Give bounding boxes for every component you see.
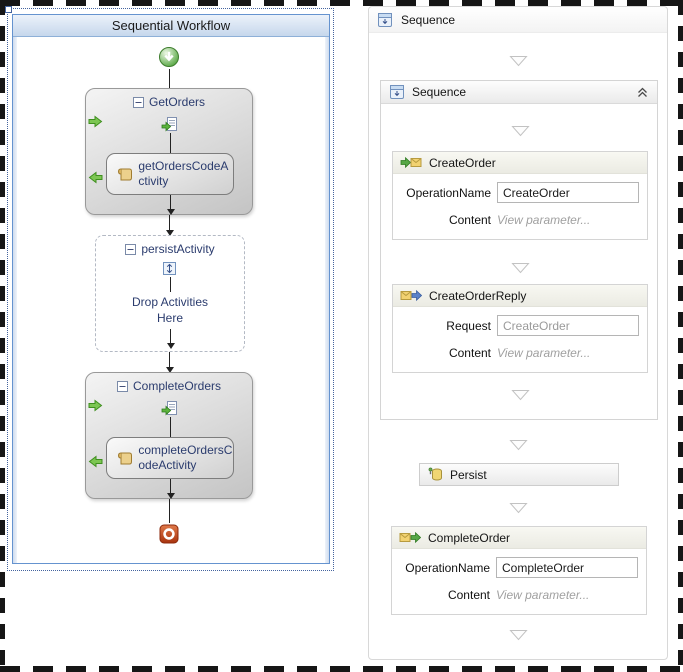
- persist-title-row: persistActivity: [96, 242, 244, 256]
- operation-name-input[interactable]: [497, 182, 639, 203]
- connector-arrow: [165, 215, 174, 236]
- sequence-icon: [390, 85, 404, 99]
- create-order-reply-header[interactable]: CreateOrderReply: [393, 285, 647, 307]
- view-parameter-link[interactable]: View parameter...: [497, 346, 591, 360]
- sequential-workflow-designer[interactable]: Sequential Workflow: [12, 14, 330, 564]
- collapse-icon[interactable]: [132, 96, 144, 108]
- collapse-chevron-icon[interactable]: [636, 86, 649, 99]
- drop-target-icon[interactable]: [511, 124, 530, 137]
- view-parameter-link[interactable]: View parameter...: [496, 588, 590, 602]
- receive-icon: [400, 156, 422, 169]
- activity-title: CompleteOrder: [428, 530, 511, 545]
- collapse-icon[interactable]: [116, 380, 128, 392]
- smart-tag-arrow-left-icon: [88, 455, 103, 473]
- operation-name-label: OperationName: [405, 560, 490, 575]
- operation-name-label: OperationName: [406, 185, 491, 200]
- activity-get-orders-code[interactable]: getOrdersCodeActivity: [106, 153, 234, 195]
- wf4-sequence-designer[interactable]: Sequence Sequence: [368, 6, 668, 660]
- call-external-method-icon: [161, 116, 178, 138]
- call-external-method-icon: [161, 400, 178, 422]
- wf3-selection-rect: [5, 6, 334, 571]
- activity-title: persistActivity: [141, 242, 215, 256]
- activity-title: CreateOrder: [429, 155, 496, 170]
- drop-target-icon[interactable]: [509, 501, 528, 514]
- drop-activities-hint: Drop Activities Here: [131, 295, 209, 325]
- activity-title: CompleteOrders: [132, 379, 222, 393]
- connector-line: [169, 69, 170, 88]
- activity-get-orders[interactable]: GetOrders: [85, 88, 253, 215]
- root-sequence-header[interactable]: Sequence: [369, 7, 667, 33]
- activity-create-order-reply[interactable]: CreateOrderReply Request Content View pa…: [392, 284, 648, 373]
- activity-complete-orders-code[interactable]: completeOrdersCodeActivity: [106, 437, 234, 479]
- connector-arrow: [166, 195, 175, 215]
- code-scroll-icon: [117, 168, 132, 180]
- get-orders-title-row: GetOrders: [86, 95, 252, 109]
- activity-create-order[interactable]: CreateOrder OperationName Content View p…: [392, 151, 648, 240]
- sequence-icon: [378, 12, 392, 27]
- child-activity-label: getOrdersCodeActivity: [138, 159, 229, 188]
- view-parameter-link[interactable]: View parameter...: [497, 213, 591, 227]
- workflow-start-icon: [158, 46, 180, 73]
- drop-target-icon[interactable]: [509, 54, 528, 67]
- content-label: Content: [448, 213, 491, 227]
- code-scroll-icon: [117, 452, 132, 464]
- drop-target-icon[interactable]: [511, 261, 530, 274]
- selection-ants-bottom: [0, 666, 683, 672]
- activity-complete-order[interactable]: CompleteOrder OperationName Content View…: [391, 526, 647, 615]
- connector-arrow: [166, 479, 175, 499]
- collapse-icon[interactable]: [125, 243, 137, 255]
- create-order-header[interactable]: CreateOrder: [393, 152, 647, 174]
- content-label: Content: [447, 588, 490, 602]
- persist-title: Persist: [450, 467, 487, 482]
- smart-tag-arrow-left-icon: [88, 171, 103, 189]
- connector-line: [169, 499, 170, 523]
- content-label: Content: [448, 346, 491, 360]
- smart-tag-arrow-right-icon: [88, 399, 103, 417]
- complete-order-header[interactable]: CompleteOrder: [392, 527, 646, 549]
- inner-sequence-title: Sequence: [412, 85, 467, 99]
- selection-ants-top: [0, 0, 683, 6]
- workflow-end-icon: [159, 524, 179, 549]
- receive-icon: [399, 531, 421, 544]
- connector-arrow: [165, 352, 174, 373]
- request-input[interactable]: [497, 315, 639, 336]
- smart-tag-arrow-right-icon: [88, 115, 103, 133]
- drop-target-icon[interactable]: [509, 438, 528, 451]
- connector-line: [170, 417, 171, 437]
- drop-target-icon[interactable]: [509, 628, 528, 641]
- send-reply-icon: [400, 289, 422, 302]
- activity-title: GetOrders: [148, 95, 205, 109]
- canvas-right-shading: [325, 37, 329, 563]
- complete-orders-title-row: CompleteOrders: [86, 379, 252, 393]
- inner-sequence-header[interactable]: Sequence: [381, 81, 657, 104]
- activity-persist-wf4[interactable]: Persist: [419, 463, 619, 486]
- workflow-title: Sequential Workflow: [111, 18, 231, 33]
- selection-handle[interactable]: [5, 6, 12, 13]
- activity-complete-orders[interactable]: CompleteOrders: [85, 372, 253, 499]
- connector-line: [170, 133, 171, 153]
- persist-database-icon: [428, 467, 442, 481]
- operation-name-input[interactable]: [496, 557, 638, 578]
- root-sequence-title: Sequence: [401, 12, 456, 27]
- workflow-canvas[interactable]: GetOrders: [13, 37, 329, 563]
- activity-persist[interactable]: persistActivity Drop Activities Here: [95, 235, 245, 352]
- canvas-left-shading: [13, 37, 17, 563]
- inner-sequence[interactable]: Sequence CreateOrder: [380, 80, 658, 420]
- workflow-title-bar: Sequential Workflow: [13, 15, 329, 37]
- activity-title: CreateOrderReply: [429, 288, 527, 303]
- selection-ants-left: [0, 0, 5, 672]
- request-label: Request: [446, 318, 491, 333]
- selection-ants-right: [678, 0, 683, 672]
- child-activity-label: completeOrdersCodeActivity: [138, 443, 233, 472]
- connector-arrow: [166, 329, 175, 349]
- drop-target-icon[interactable]: [511, 388, 530, 401]
- connector-line: [170, 277, 171, 292]
- persist-activity-icon: [162, 261, 177, 281]
